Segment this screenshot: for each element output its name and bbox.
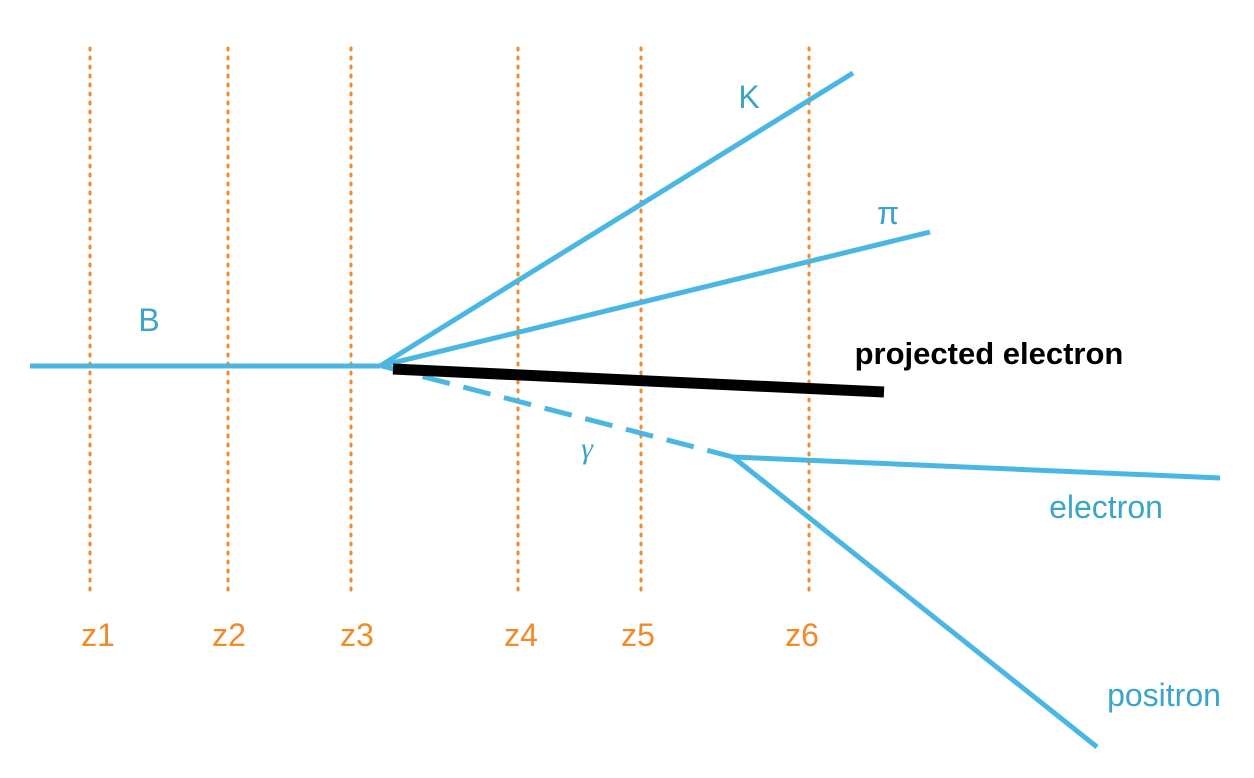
plane-z2-label: z2: [212, 617, 246, 653]
plane-z1-label: z1: [81, 617, 115, 653]
positron-track: [731, 455, 1099, 749]
plane-z4-label: z4: [504, 617, 538, 653]
positron-label: positron: [1107, 677, 1221, 713]
projected-electron-track: [392, 363, 885, 398]
b-meson-label: B: [138, 302, 159, 338]
kaon-track: [378, 70, 855, 369]
pion-label: π: [877, 195, 899, 231]
plane-z5-label: z5: [621, 617, 655, 653]
electron-track: [732, 454, 1221, 481]
kaon-label: K: [738, 79, 759, 115]
plane-z6-label: z6: [785, 617, 819, 653]
photon-label: γ: [581, 432, 594, 465]
projected-electron-label: projected electron: [855, 336, 1124, 371]
plane-labels: z1 z2 z3 z4 z5 z6: [81, 617, 819, 653]
pion-track: [379, 229, 931, 369]
particle-labels: B K π γ electron positron projected elec…: [138, 79, 1221, 713]
detector-planes: [88, 46, 811, 594]
plane-z3-label: z3: [340, 617, 374, 653]
photon-track: [381, 363, 734, 460]
particle-tracks: [30, 70, 1221, 749]
electron-label: electron: [1049, 489, 1163, 525]
